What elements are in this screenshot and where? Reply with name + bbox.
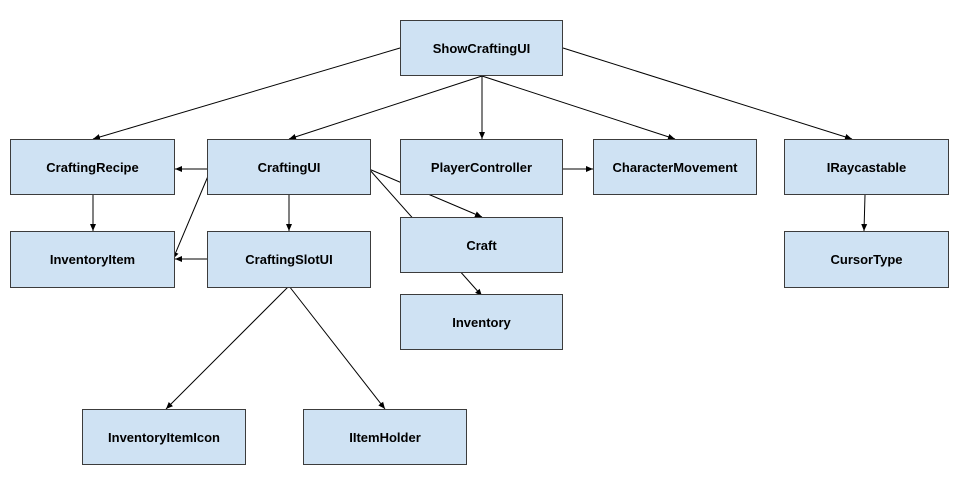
node-cursor-type: CursorType <box>784 231 949 288</box>
edge-crafting-slot-ui-to-i-item-holder <box>288 285 386 410</box>
edge-crafting-ui-to-inventory-item <box>172 168 212 260</box>
edge-i-raycastable-to-cursor-type <box>861 194 868 232</box>
node-crafting-recipe: CraftingRecipe <box>10 139 175 195</box>
node-show-crafting-ui: ShowCraftingUI <box>400 20 563 76</box>
edge-show-crafting-ui-to-character-movement <box>481 75 676 140</box>
edge-crafting-slot-ui-to-inventory-item-icon <box>165 285 290 410</box>
node-player-controller: PlayerController <box>400 139 563 195</box>
node-inventory-item-icon: InventoryItemIcon <box>82 409 246 465</box>
edge-show-crafting-ui-to-i-raycastable <box>562 47 853 140</box>
node-iraycastable: IRaycastable <box>784 139 949 195</box>
node-crafting-ui: CraftingUI <box>207 139 371 195</box>
node-craft: Craft <box>400 217 563 273</box>
node-iitem-holder: IItemHolder <box>303 409 467 465</box>
node-crafting-slot-ui: CraftingSlotUI <box>207 231 371 288</box>
edge-show-crafting-ui-to-crafting-ui <box>288 75 483 140</box>
node-character-movement: CharacterMovement <box>593 139 757 195</box>
edge-show-crafting-ui-to-crafting-recipe <box>92 47 401 140</box>
node-inventory: Inventory <box>400 294 563 350</box>
node-inventory-item: InventoryItem <box>10 231 175 288</box>
